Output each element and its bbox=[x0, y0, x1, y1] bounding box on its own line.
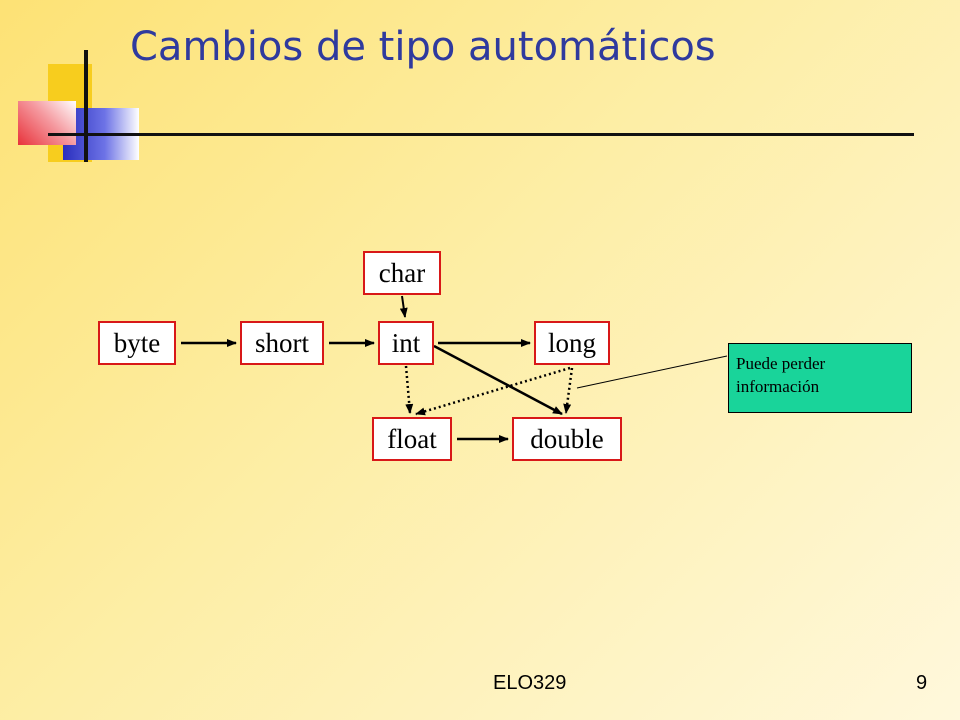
note-callout-line bbox=[576, 355, 728, 389]
node-double: double bbox=[512, 417, 622, 461]
decorative-red-square bbox=[18, 101, 76, 145]
node-long: long bbox=[534, 321, 610, 365]
node-float: float bbox=[372, 417, 452, 461]
node-char: char bbox=[363, 251, 441, 295]
title-underline bbox=[48, 133, 914, 136]
node-int: int bbox=[378, 321, 434, 365]
edge-int-float-dotted bbox=[404, 365, 414, 414]
node-byte: byte bbox=[98, 321, 176, 365]
edge-long-double-dotted bbox=[563, 367, 574, 414]
slide-number: 9 bbox=[916, 672, 928, 694]
decorative-vertical-line bbox=[84, 50, 88, 162]
slide-title: Cambios de tipo automáticos bbox=[130, 24, 716, 70]
footer-course-code: ELO329 bbox=[493, 672, 567, 694]
node-short: short bbox=[240, 321, 324, 365]
edge-long-float-dotted bbox=[415, 366, 571, 416]
precision-loss-note: Puede perder información bbox=[728, 343, 912, 413]
edge-int-double bbox=[433, 344, 563, 416]
edge-char-int bbox=[399, 295, 408, 318]
